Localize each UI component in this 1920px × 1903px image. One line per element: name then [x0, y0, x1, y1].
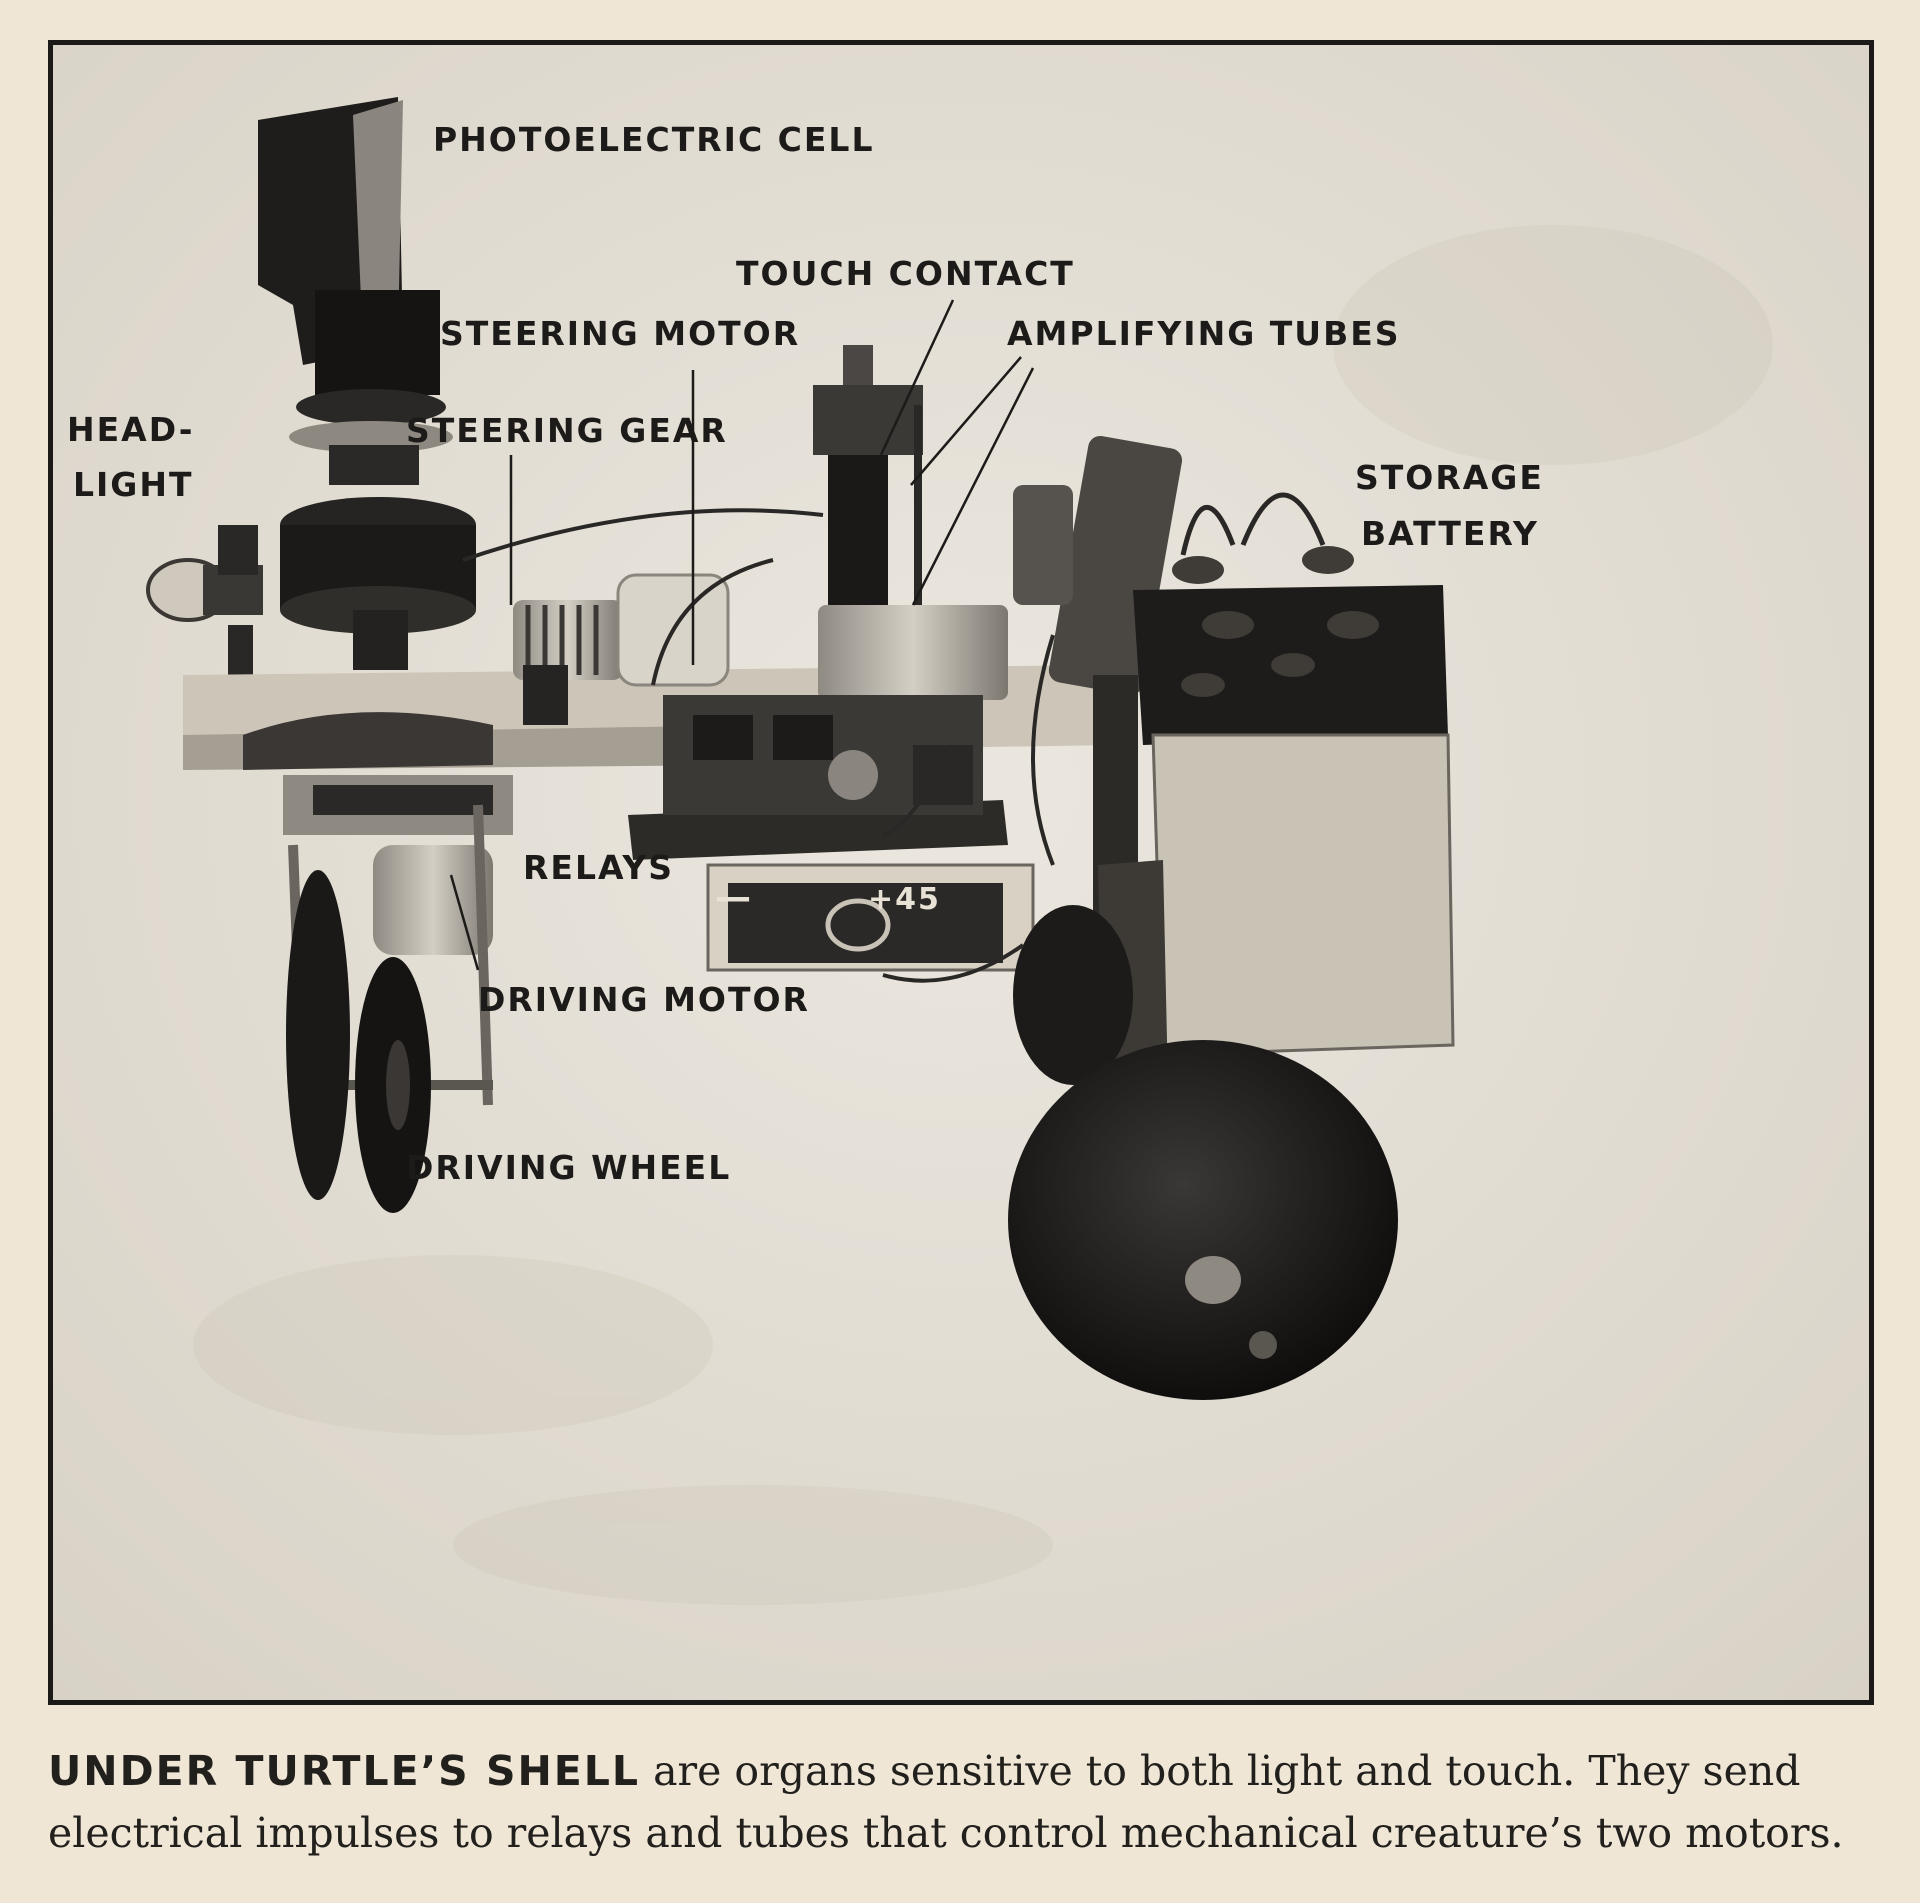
- caption-text: are organs sensitive to both light and t…: [48, 1747, 1844, 1857]
- label-battery: BATTERY: [1361, 514, 1539, 553]
- rear-wheel-shape: [1008, 905, 1398, 1400]
- driving-wheel-shape: [286, 870, 431, 1213]
- steering-head-shape: [280, 497, 476, 670]
- label-touch-contact: TOUCH CONTACT: [736, 254, 1075, 293]
- label-storage: STORAGE: [1355, 458, 1544, 497]
- photo-caption: UNDER TURTLE’S SHELL are organs sensitiv…: [48, 1740, 1878, 1864]
- label-head: HEAD-: [67, 410, 195, 449]
- label-photoelectric-cell: PHOTOELECTRIC CELL: [433, 120, 875, 159]
- label-relays: RELAYS: [523, 848, 675, 887]
- battery-panel: [706, 863, 1035, 972]
- label-light: LIGHT: [73, 465, 194, 504]
- battery-plus45-marking: +45: [868, 882, 941, 917]
- touch-contact-shape: [813, 345, 1008, 700]
- caption-lead: UNDER TURTLE’S SHELL: [48, 1747, 641, 1795]
- label-driving-motor: DRIVING MOTOR: [478, 980, 810, 1019]
- label-steering-gear: STEERING GEAR: [406, 411, 728, 450]
- battery-minus-marking: —: [715, 877, 753, 918]
- headlight-shape: [146, 525, 263, 685]
- photoelectric-cell-shape: [258, 97, 453, 485]
- robot-photo: [53, 45, 1869, 1700]
- storage-battery-shape: [1098, 492, 1455, 1085]
- label-amplifying-tubes: AMPLIFYING TUBES: [1007, 314, 1401, 353]
- label-steering-motor: STEERING MOTOR: [440, 314, 801, 353]
- photo-frame: PHOTOELECTRIC CELL TOUCH CONTACT STEERIN…: [48, 40, 1874, 1705]
- label-driving-wheel: DRIVING WHEEL: [406, 1148, 732, 1187]
- relays-board: [628, 695, 1008, 860]
